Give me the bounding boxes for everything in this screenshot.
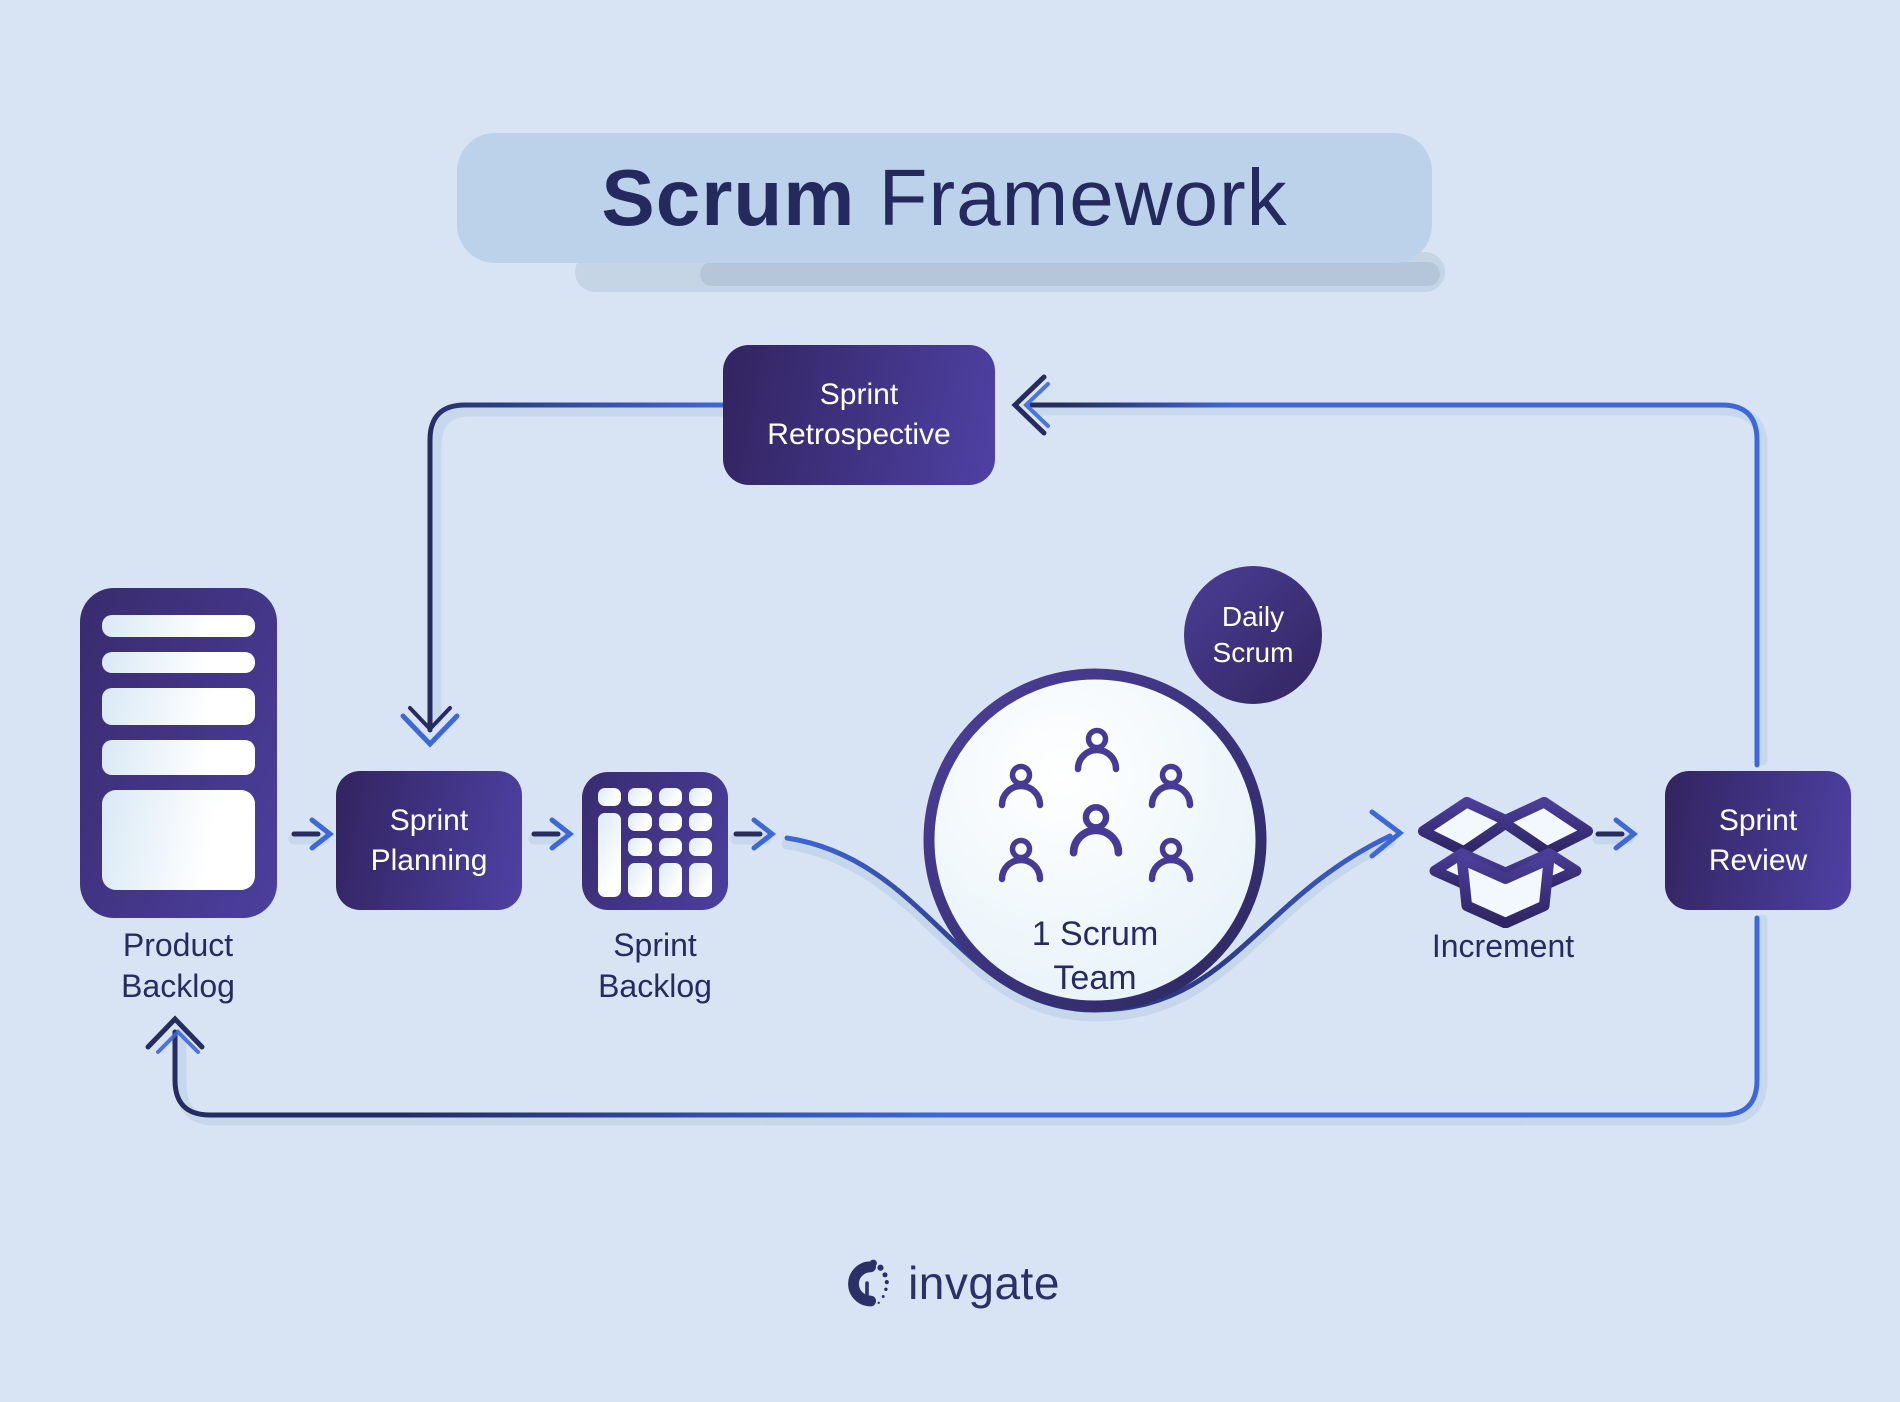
product-backlog-label: Product Backlog: [121, 927, 235, 1004]
invgate-logo-icon: [848, 1259, 889, 1307]
arrow-backlog-to-team: [733, 817, 777, 851]
connector-retrospective-to-planning: [400, 402, 726, 748]
arrow-increment-to-review: [1595, 817, 1639, 851]
page-title: Scrum Framework: [601, 152, 1287, 244]
scrum-team-circle: [923, 668, 1267, 1012]
arrow-planning-to-backlog: [531, 817, 575, 851]
backlog-bar: [102, 739, 255, 776]
sprint-review-label: Sprint Review: [1708, 803, 1808, 877]
sprint-backlog-icon: [582, 772, 728, 910]
sprint-backlog-label: Sprint Backlog: [598, 927, 712, 1004]
sprint-planning-label: Sprint Planning: [370, 803, 488, 877]
increment-open-box-icon: [1417, 796, 1594, 928]
backlog-bar: [102, 790, 255, 890]
scrum-team-label: 1 Scrum Team: [1031, 915, 1159, 998]
node-sprint-review: Sprint Review: [1665, 771, 1851, 910]
invgate-logo-text: invgate: [908, 1257, 1060, 1309]
footer-brand: invgate: [0, 1252, 1900, 1314]
daily-scrum-badge: Daily Scrum: [1184, 566, 1322, 704]
title-secondary: Framework: [878, 153, 1288, 242]
sprint-retrospective-label: Sprint Retrospective: [767, 378, 951, 451]
backlog-bar: [102, 615, 255, 637]
title-brush-smear-2: [700, 262, 1440, 286]
product-backlog-icon: [80, 588, 277, 918]
arrow-product-to-planning: [291, 817, 335, 851]
backlog-bar: [102, 651, 255, 673]
connector-review-to-retrospective: [1011, 374, 1760, 768]
daily-scrum-label: Daily Scrum: [1212, 600, 1294, 668]
title-primary: Scrum: [601, 153, 856, 242]
node-sprint-planning: Sprint Planning: [336, 771, 522, 910]
increment-label: Increment: [1431, 928, 1575, 964]
title-badge: Scrum Framework: [457, 133, 1432, 263]
connector-review-to-product-backlog: [145, 915, 1760, 1118]
node-sprint-retrospective: Sprint Retrospective: [723, 345, 995, 485]
backlog-bar: [102, 687, 255, 725]
